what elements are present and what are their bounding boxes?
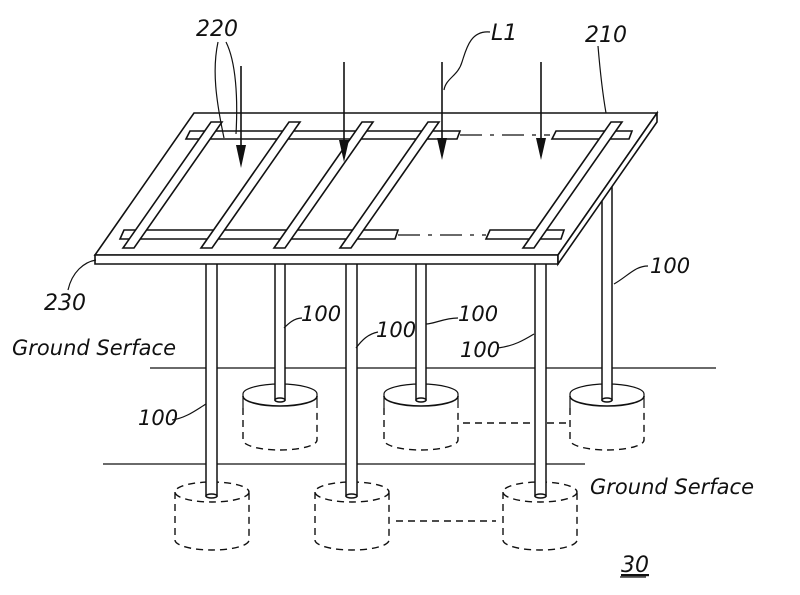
footing-lower-1 (174, 481, 250, 551)
light-arrow-4 (536, 62, 546, 160)
panel-frame-edge (94, 254, 559, 265)
label-ground-upper: Ground Serface (12, 336, 176, 360)
label-100-back2: 100 (458, 302, 498, 326)
collector-bar-5 (521, 121, 624, 249)
collector-rail-front (118, 229, 566, 240)
leader-220-b (225, 41, 238, 135)
post-front-2 (345, 261, 358, 499)
figure-number: 30 (621, 553, 649, 578)
post-back-2 (415, 261, 427, 403)
panel-frame-side (557, 110, 658, 267)
leader-100-front2 (355, 331, 379, 349)
label-100-back1: 100 (301, 302, 341, 326)
label-100-front3: 100 (460, 338, 500, 362)
label-220: 220 (196, 17, 238, 42)
collector-rail-back (184, 130, 634, 140)
collector-bar-4 (338, 121, 441, 249)
light-arrow-2 (339, 62, 349, 162)
post-front-3 (534, 261, 547, 499)
footing-lower-3 (502, 481, 578, 551)
label-100-right: 100 (650, 254, 690, 278)
leader-100-back2 (425, 317, 459, 325)
leader-100-right (613, 265, 649, 285)
light-arrow-1 (236, 66, 246, 168)
leader-100-back1 (283, 317, 303, 329)
leader-100-front3 (497, 333, 535, 349)
label-100-front1: 100 (138, 406, 178, 430)
leader-L1 (443, 31, 491, 91)
label-210: 210 (585, 23, 627, 48)
collector-bar-2 (199, 121, 302, 249)
label-ground-lower: Ground Serface (590, 475, 754, 499)
label-L1: L1 (491, 21, 517, 46)
light-arrow-3 (437, 62, 447, 160)
leader-230 (67, 259, 97, 291)
footing-lower-2 (314, 481, 390, 551)
collector-bar-1 (121, 121, 224, 249)
post-front-1 (205, 261, 218, 499)
leader-210 (597, 45, 607, 114)
leader-100-front1 (171, 403, 207, 421)
collector-bar-3 (272, 121, 375, 249)
leader-220-a (214, 41, 225, 139)
label-230: 230 (44, 291, 86, 316)
post-back-1 (274, 261, 286, 403)
label-100-front2: 100 (376, 318, 416, 342)
